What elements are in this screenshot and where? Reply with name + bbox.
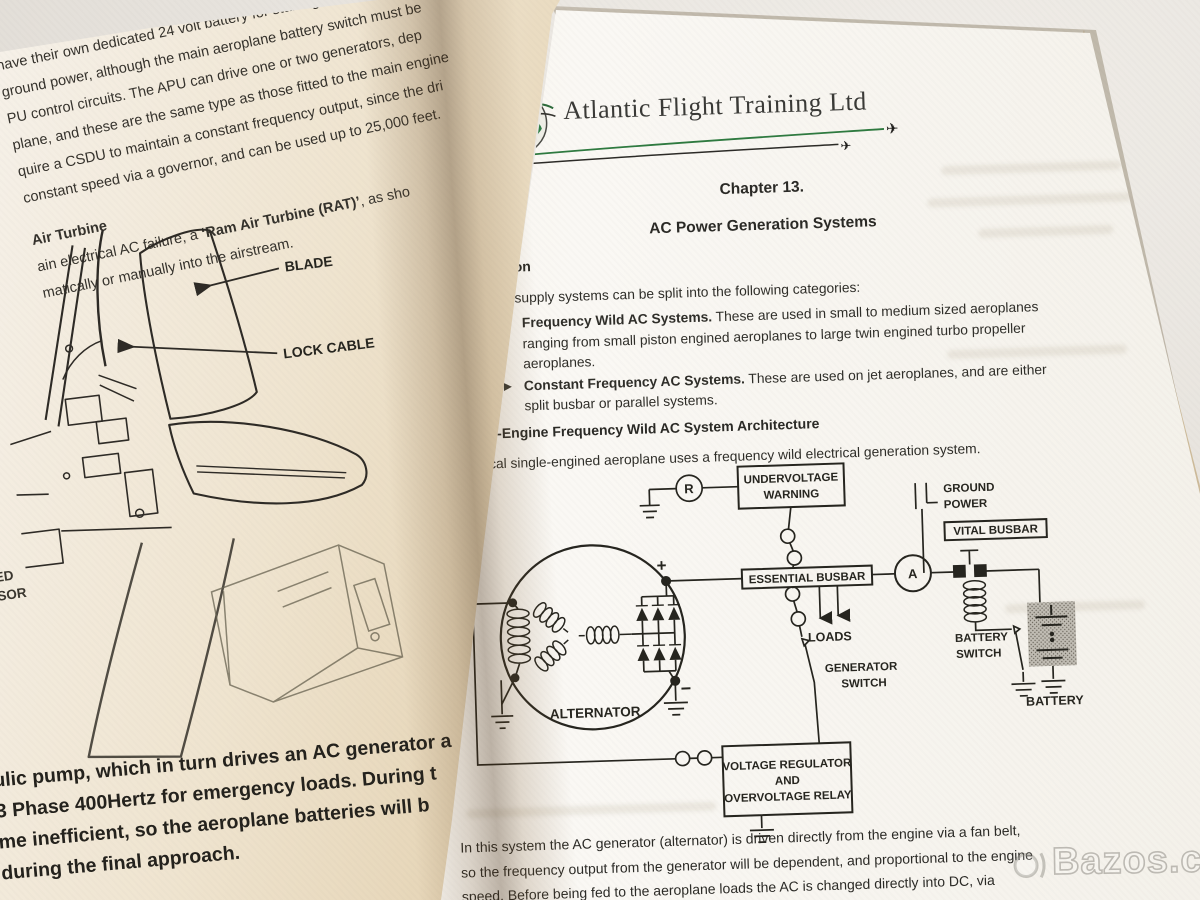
battery-cells-symbol [1035, 604, 1069, 660]
generator-switch-label: GENERATOR [825, 661, 898, 675]
breaker-symbol [786, 550, 803, 566]
blade-label: BLADE [284, 253, 334, 275]
watermark-camera-icon [1013, 852, 1046, 878]
rectifier-bridge [631, 584, 682, 682]
connector-symbol [696, 750, 713, 766]
chapter-title: AC Power Generation Systems [649, 213, 877, 238]
logo-swoosh: ✈ ✈ [490, 120, 899, 167]
airplane-icon: ✈ [886, 120, 899, 137]
ground-symbol [491, 680, 514, 730]
airplane-icon: ✈ [840, 138, 851, 153]
propeller-blade-outline [87, 538, 235, 759]
plus-label: + [656, 556, 667, 575]
svg-text:SWITCH: SWITCH [956, 648, 1002, 661]
blade-arrow [193, 267, 280, 297]
lock-cable-label: LOCK CABLE [282, 334, 375, 361]
ground-symbol [639, 489, 660, 519]
breaker-symbol [784, 586, 801, 602]
ground-symbol [1011, 671, 1036, 697]
voltage-regulator-label: VOLTAGE REGULATOR [722, 757, 852, 773]
showthrough-text [927, 192, 1133, 208]
stator-coil-symbol [532, 602, 632, 672]
vital-busbar-box [943, 518, 1048, 542]
alternator-circle [499, 544, 686, 731]
svg-text:SWITCH: SWITCH [841, 677, 887, 690]
rat-lower-blade-outline [168, 420, 368, 505]
cutoff-label-fragments: ED SOR [0, 567, 28, 604]
essential-busbar-label: ESSENTIAL BUSBAR [749, 571, 867, 587]
generator-switch-symbol [800, 637, 821, 744]
ground-symbol [1041, 665, 1066, 694]
svg-text:OVERVOLTAGE RELAY: OVERVOLTAGE RELAY [724, 789, 852, 805]
category-list: Frequency Wild AC Systems. These are use… [501, 296, 1085, 419]
alternator-label: ALTERNATOR [550, 704, 641, 722]
r-meter-label: R [684, 481, 694, 496]
battery-switch-label: BATTERY [955, 631, 1009, 645]
svg-text:AND: AND [775, 775, 800, 788]
ground-symbol [749, 815, 774, 844]
frequency-wild-system-schematic: R A + UNDERVOLTAGE WARNING ESSENTIAL BUS… [471, 462, 1085, 844]
arrow-bullet-icon [503, 382, 513, 391]
vital-busbar-label: VITAL BUSBAR [953, 523, 1039, 538]
undervoltage-warning-box [736, 462, 846, 510]
ground-symbol [663, 684, 688, 716]
loads-label: LOADS [808, 629, 852, 644]
rat-blade-outline [138, 228, 258, 420]
lock-cable-arrow [117, 338, 278, 355]
architecture-heading: Piston-Engine Frequency Wild AC System A… [454, 415, 820, 443]
relay-coil-symbol [962, 579, 988, 623]
watermark: Bazos.cz [1008, 837, 1200, 885]
emergency-pump-figure [38, 520, 455, 802]
undervoltage-label: UNDERVOLTAGE [743, 472, 838, 487]
watermark-text: Bazos.cz [1051, 837, 1200, 884]
field-coil-symbol [506, 608, 532, 664]
ground-power-label: GROUND [943, 482, 994, 496]
battery-switch-symbol [1012, 624, 1024, 671]
breaker-symbol [779, 528, 796, 545]
breaker-symbol [790, 611, 807, 627]
voltage-regulator-box [721, 741, 854, 818]
svg-text:POWER: POWER [944, 498, 988, 511]
a-meter-label: A [908, 566, 918, 581]
connector-symbol [674, 750, 691, 767]
svg-text:WARNING: WARNING [763, 488, 819, 502]
battery-label: BATTERY [1026, 693, 1085, 709]
rat-support-arm [96, 229, 107, 367]
